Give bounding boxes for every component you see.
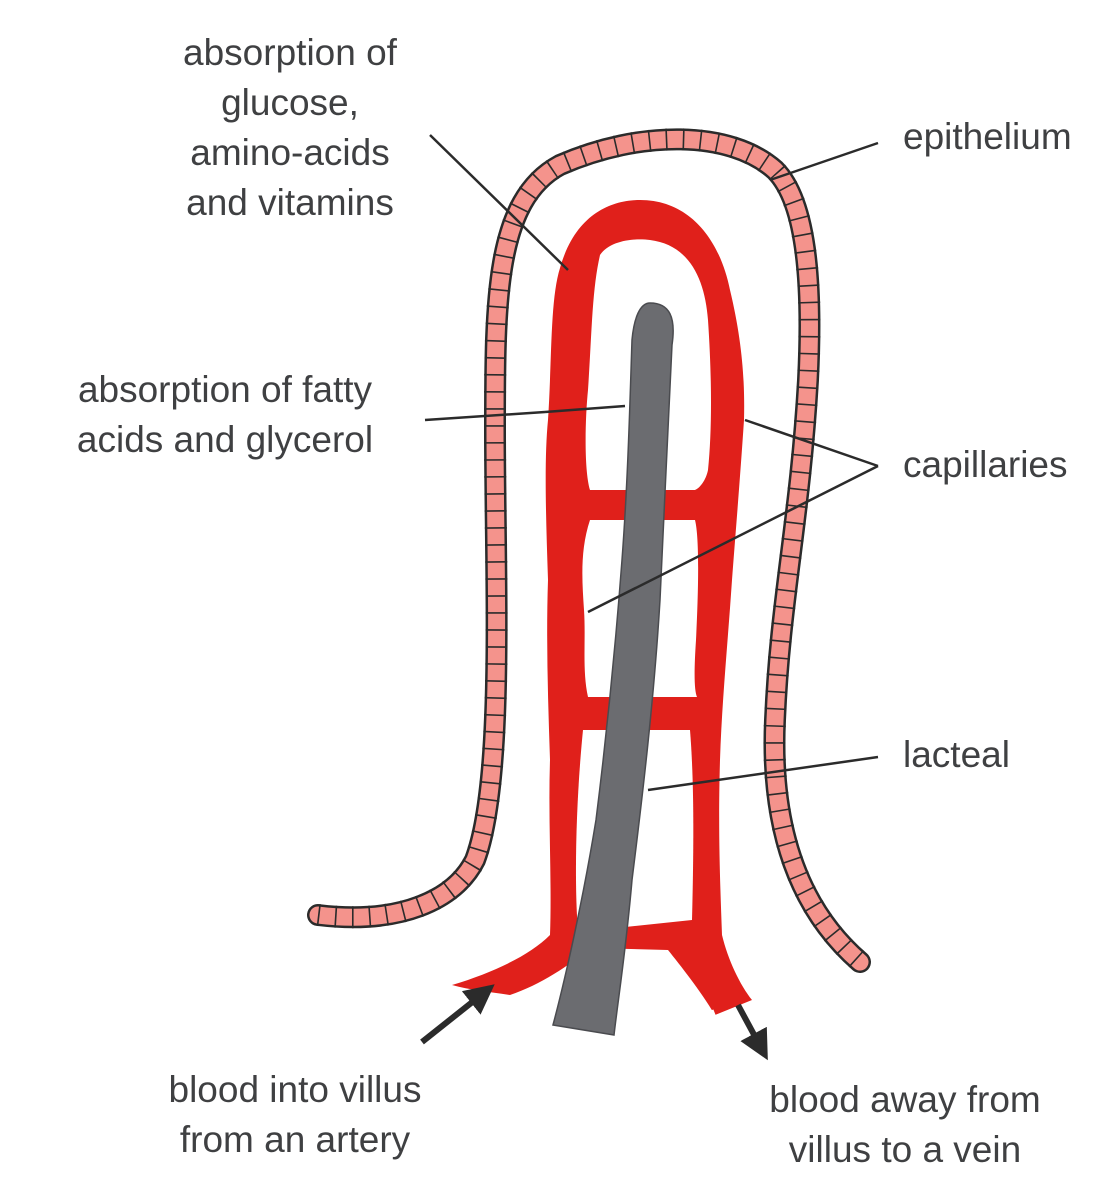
label-capillaries: capillaries [903,440,1068,490]
label-lacteal-text: lacteal [903,734,1010,775]
label-blood-away-from-villus: blood away from villus to a vein [735,1075,1075,1175]
epithelium-layer [307,128,871,973]
leader-capillaries-lower [587,464,879,614]
label-blood-away-line1: blood away from [769,1079,1041,1120]
leader-absorption-fatty-to-capillary [424,410,546,422]
leader-capillaries-upper [744,418,879,468]
label-blood-into-line1: blood into villus [168,1069,422,1110]
leader-lacteal [647,755,879,792]
leader-lines [424,134,879,792]
label-absorption-fatty-line2: acids and glycerol [76,419,374,460]
label-blood-away-line2: villus to a vein [788,1129,1022,1170]
leader-absorption-glucose [429,134,569,271]
arrow-blood-away-from-villus [735,1003,768,1061]
label-absorption-glucose-line3: amino-acids [190,132,390,173]
label-absorption-fatty: absorption of fatty acids and glycerol [40,365,410,465]
leader-absorption-fatty-to-lacteal [544,404,626,414]
label-blood-into-villus: blood into villus from an artery [135,1065,455,1165]
label-absorption-glucose-line2: glucose, [221,82,359,123]
leader-epithelium [769,141,879,182]
label-epithelium: epithelium [903,112,1072,162]
label-absorption-glucose-line4: and vitamins [186,182,394,223]
label-epithelium-text: epithelium [903,116,1072,157]
label-absorption-glucose-line1: absorption of [183,32,397,73]
label-capillaries-text: capillaries [903,444,1068,485]
label-blood-into-line2: from an artery [179,1119,411,1160]
label-absorption-fatty-line1: absorption of fatty [77,369,373,410]
label-absorption-glucose: absorption of glucose, amino-acids and v… [150,28,430,228]
lacteal-vessel [552,302,674,1036]
arrow-blood-into-villus [420,984,495,1045]
label-lacteal: lacteal [903,730,1010,780]
